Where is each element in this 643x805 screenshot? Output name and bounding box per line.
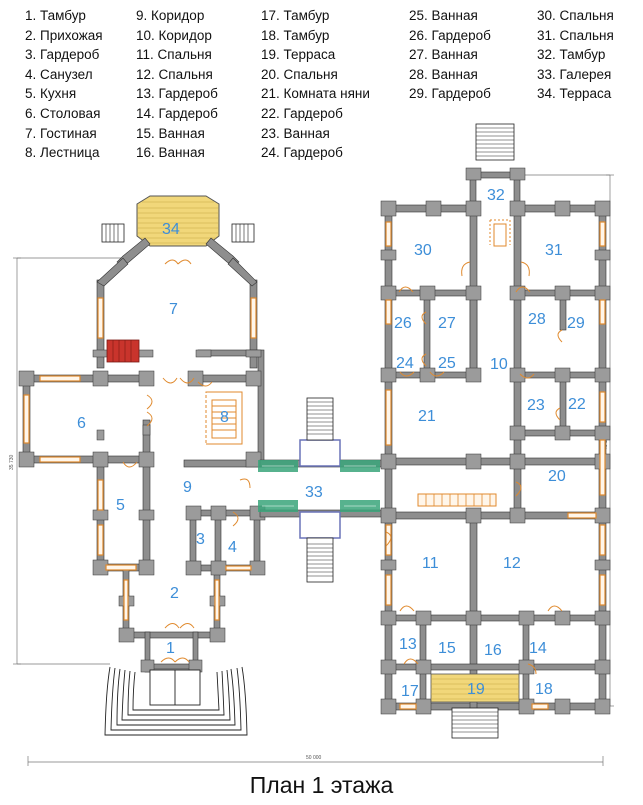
legend-item: 8. Лестница (25, 145, 100, 161)
legend-column-5: 30. Спальня 31. Спальня 32. Тамбур 33. Г… (537, 6, 614, 104)
legend-item: 7. Гостиная (25, 125, 97, 141)
doors-right (385, 261, 563, 675)
room-label-4: 4 (228, 539, 237, 556)
room-label-11: 11 (422, 555, 439, 572)
room-label-22: 22 (568, 396, 586, 413)
room-label-21: 21 (418, 408, 436, 425)
legend-item: 12. Спальня (136, 66, 213, 82)
windows-left (23, 297, 257, 621)
room-label-23: 23 (527, 397, 545, 414)
legend-column-4: 25. Ванная 26. Гардероб 27. Ванная 28. В… (409, 6, 491, 104)
room-label-19: 18 (535, 681, 553, 698)
legend-item: 17. Тамбур (261, 8, 330, 23)
room-label-15: 16 (484, 642, 502, 659)
legend-item: 16. Ванная (136, 145, 205, 161)
room-label-9: 9 (183, 479, 192, 496)
room-label-13: 13 (399, 636, 417, 653)
room-label-16: 14 (529, 640, 547, 657)
dimension-left-height: 35 730 (9, 454, 15, 470)
fireplace-stair (106, 339, 140, 363)
legend-item: 25. Ванная (409, 8, 478, 23)
legend-item: 6. Столовая (25, 105, 101, 121)
legend-item: 4. Санузел (25, 66, 93, 82)
terrace-34 (101, 195, 255, 247)
room-label-28: 28 (528, 311, 546, 328)
room-label-24: 24 (396, 355, 414, 372)
legend-column-1: 1. Тамбур 2. Прихожая 3. Гардероб 4. Сан… (25, 6, 103, 163)
legend-item: 9. Коридор (136, 8, 205, 23)
corridor-stair-orange (417, 493, 497, 507)
staircase-32 (489, 219, 511, 247)
legend-item: 22. Гардероб (261, 105, 343, 121)
room-label-12: 12 (503, 555, 521, 572)
legend-item: 29. Гардероб (409, 86, 491, 102)
legend-item: 14. Гардероб (136, 105, 218, 121)
legend-item: 5. Кухня (25, 86, 77, 102)
room-label-32: 32 (487, 187, 505, 204)
room-label-30: 30 (414, 242, 432, 259)
legend-column-3: 17. Тамбур 18. Тамбур 19. Терраса 20. Сп… (261, 6, 370, 163)
legend-item: 3. Гардероб (25, 47, 100, 63)
plan-caption: План 1 этажа (249, 772, 394, 798)
room-label-25: 25 (438, 355, 456, 372)
room-label-20: 20 (548, 468, 566, 485)
room-label-3: 3 (196, 531, 205, 548)
room-label-17: 17 (401, 683, 419, 700)
room-label-5: 5 (116, 497, 125, 514)
room-legend: 1. Тамбур 2. Прихожая 3. Гардероб 4. Сан… (0, 0, 643, 165)
right-wing-stairs (451, 123, 515, 739)
room-label-18: 19 (467, 681, 485, 698)
room-label-26: 26 (394, 315, 412, 332)
room-label-27: 27 (438, 315, 456, 332)
entrance-porch (104, 666, 248, 736)
room-labels: 1 2 3 4 5 6 7 8 9 10 11 12 13 15 16 14 1… (77, 187, 586, 700)
legend-item: 19. Терраса (261, 47, 336, 63)
legend-item: 24. Гардероб (261, 145, 343, 161)
room-label-2: 2 (170, 585, 179, 602)
legend-item: 11. Спальня (136, 47, 212, 63)
legend-item: 28. Ванная (409, 66, 478, 82)
legend-item: 31. Спальня (537, 27, 614, 43)
legend-column-2: 9. Коридор 10. Коридор 11. Спальня 12. С… (136, 6, 218, 163)
legend-item: 30. Спальня (537, 8, 614, 23)
staircase-8 (205, 391, 243, 445)
right-wing-stair-steps (452, 127, 514, 733)
legend-item: 18. Тамбур (261, 27, 330, 43)
room-label-31: 31 (545, 242, 563, 259)
log-ends-right (380, 167, 611, 715)
room-label-33: 33 (305, 484, 323, 501)
legend-item: 27. Ванная (409, 47, 478, 63)
room-label-29: 29 (567, 315, 585, 332)
legend-item: 34. Терраса (537, 86, 612, 102)
legend-item: 26. Гардероб (409, 27, 491, 43)
doors-left (122, 259, 251, 663)
room-label-6: 6 (77, 415, 86, 432)
room-label-10: 10 (490, 356, 508, 373)
room-label-7: 7 (169, 301, 178, 318)
legend-item: 2. Прихожая (25, 27, 103, 43)
dimension-total-width: 50 000 (306, 755, 322, 761)
legend-item: 33. Галерея (537, 66, 612, 82)
legend-item: 23. Ванная (261, 125, 330, 141)
legend-item: 13. Гардероб (136, 86, 218, 102)
legend-item: 32. Тамбур (537, 47, 606, 63)
gallery-33 (258, 397, 389, 583)
room-label-34: 34 (162, 221, 180, 238)
legend-item: 1. Тамбур (25, 8, 86, 23)
legend-item: 10. Коридор (136, 27, 212, 43)
windows-right (385, 221, 606, 710)
legend-item: 21. Комната няни (261, 86, 370, 102)
room-label-14: 15 (438, 640, 456, 657)
legend-item: 15. Ванная (136, 125, 205, 141)
legend-item: 20. Спальня (261, 66, 338, 82)
room-label-8: 8 (220, 409, 229, 426)
room-label-1: 1 (166, 640, 175, 657)
terrace-19 (430, 673, 520, 703)
